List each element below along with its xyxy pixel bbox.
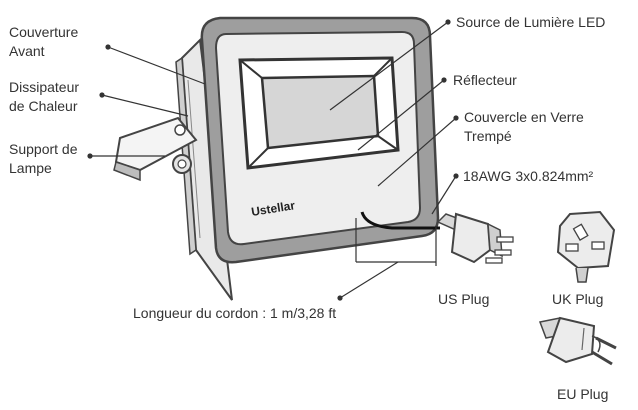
brand-logo: Ustellar: [250, 198, 296, 219]
reflector: [238, 56, 400, 170]
label-led-source: Source de Lumière LED: [456, 14, 606, 30]
label-uk-plug: UK Plug: [552, 291, 604, 307]
label-us-plug: US Plug: [438, 291, 490, 307]
eu-plug-drawing: [538, 316, 617, 366]
label-front-cover: Couverture Avant: [9, 24, 79, 59]
label-eu-plug: EU Plug: [557, 386, 609, 402]
label-tempered-glass: Couvercle en Verre Trempé: [464, 109, 584, 144]
label-cable-spec: 18AWG 3x0.824mm²: [463, 168, 594, 184]
uk-plug-drawing: [556, 210, 616, 283]
label-reflector: Réflecteur: [453, 72, 517, 88]
power-cable: [360, 211, 440, 230]
lamp-bracket: [113, 116, 198, 182]
leader-dots: [87, 19, 459, 301]
us-plug-drawing: [436, 212, 514, 264]
leader-lines: [90, 21, 457, 299]
label-cord-length: Longueur du cordon : 1 m/3,28 ft: [133, 305, 337, 321]
label-heat-sink: Dissipateur de Chaleur: [9, 79, 80, 114]
label-lamp-bracket: Support de Lampe: [9, 141, 78, 176]
